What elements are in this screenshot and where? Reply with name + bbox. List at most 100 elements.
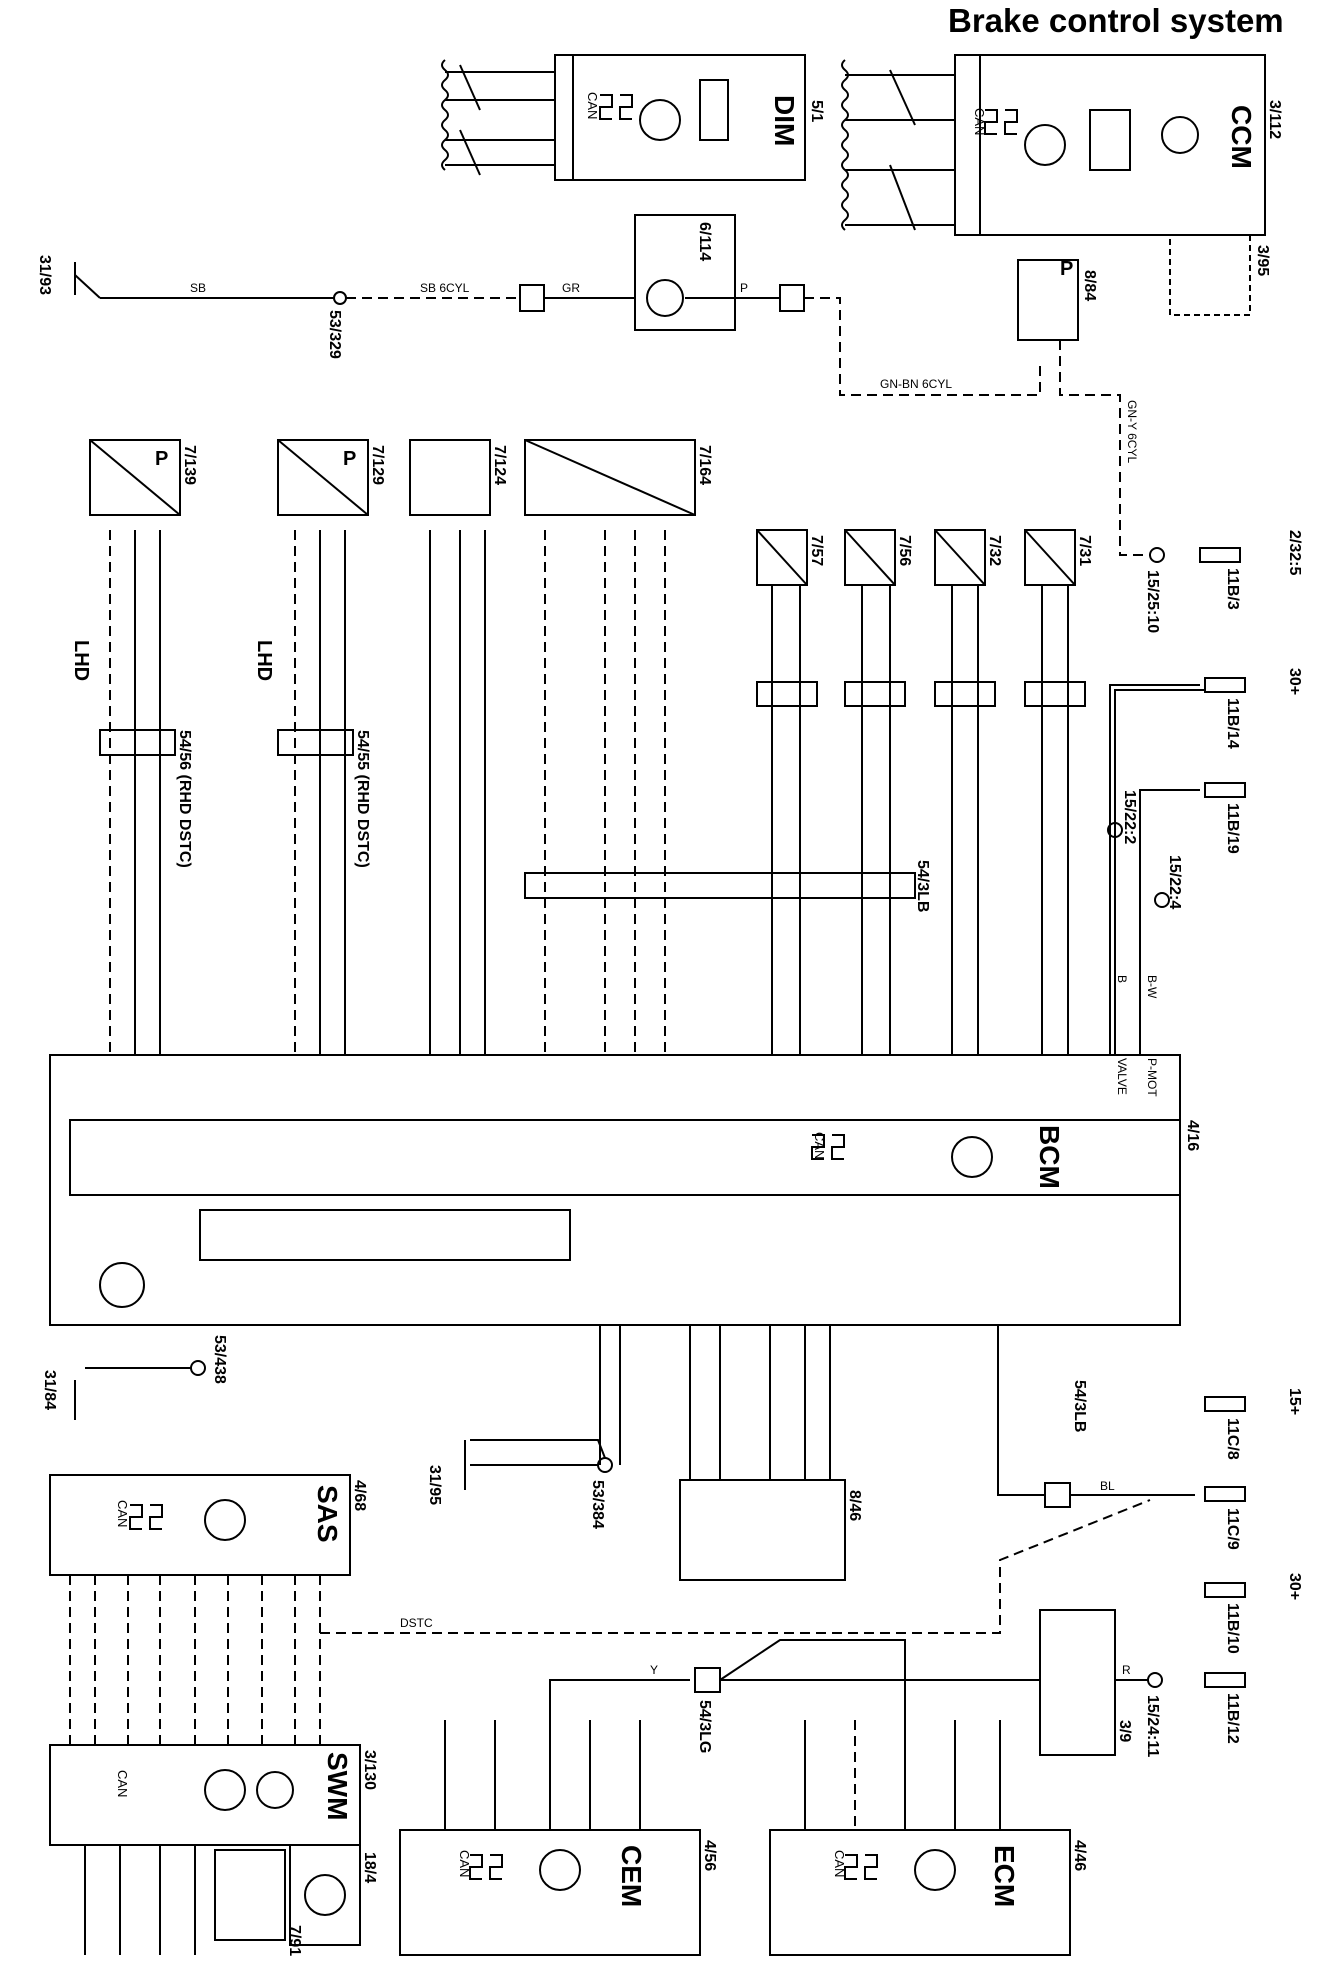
dim-leads: [441, 59, 555, 176]
fuse-11c-9: [1204, 1486, 1246, 1502]
bcm-ref: 4/16: [1184, 1120, 1201, 1151]
fuse-11b-12-label: 11B/12: [1224, 1693, 1241, 1744]
ground-31-84: 31/84: [41, 1370, 58, 1410]
switch-395: [1169, 234, 1251, 316]
s139-label: P: [155, 448, 168, 470]
s124-ref: 7/124: [491, 445, 508, 485]
dim-can-icon: [599, 94, 633, 120]
fuse-11b-12: [1204, 1672, 1246, 1688]
ecm-ref: 4/46: [1071, 1840, 1088, 1871]
bcm-name: BCM: [1034, 1125, 1065, 1189]
s129-ref: 7/129: [369, 445, 386, 485]
sas-can-label: CAN: [115, 1500, 130, 1527]
bcm-motor-icon: [99, 1262, 145, 1308]
swm-name: SWM: [322, 1752, 353, 1820]
ccm-can-label: CAN: [972, 108, 987, 135]
ecm-name: ECM: [989, 1845, 1020, 1907]
sas-swm-wires: [69, 1575, 321, 1745]
s139-ref: 7/139: [181, 445, 198, 485]
cem-can-label: CAN: [457, 1850, 472, 1877]
wire-bw: B-W: [1145, 975, 1159, 999]
dim-display-icon: [699, 79, 729, 141]
sensor-7-56: [844, 529, 896, 586]
wire-r: R: [1122, 1663, 1131, 1677]
bcm-k-icon: [951, 1136, 993, 1178]
conn-15-22-2: [1107, 822, 1123, 838]
ecm-module: [769, 1829, 1071, 1956]
s156-ref: 7/56: [896, 535, 913, 566]
swm-bottom-wires: [84, 1845, 196, 1955]
hub-icon: [304, 1874, 346, 1916]
conn-15-25-10-label: 15/25:10: [1144, 570, 1161, 633]
gny6cyl-wire: [1059, 340, 1150, 556]
pump-ref: 6/114: [696, 222, 713, 261]
wire-gny6cyl: GN-Y 6CYL: [1125, 400, 1139, 463]
wire-dstc: DSTC: [400, 1616, 433, 1630]
fuse-11b-14-label: 11B/14: [1224, 698, 1241, 749]
y-wire-cem-ecm: [549, 1639, 906, 1830]
wire-pmot: P-MOT: [1145, 1058, 1159, 1097]
s132-ref: 7/32: [986, 535, 1003, 566]
connector-54-56: [99, 729, 176, 756]
s191-ref: 7/91: [286, 1925, 303, 1956]
sensor-7-32: [934, 529, 986, 586]
sensor-7-31: [1024, 529, 1076, 586]
relay-8-84: [1017, 259, 1079, 341]
pump-motor-icon: [646, 279, 684, 317]
fuse-11b-10-supply: 30+: [1286, 1573, 1303, 1600]
ccm-heater-icon: [1089, 109, 1131, 171]
sas-k-icon: [204, 1499, 246, 1541]
cem-module: [399, 1829, 701, 1956]
dim-can-label: CAN: [585, 92, 600, 119]
bcm-can-icon: [811, 1134, 845, 1160]
fuse-11b-10-label: 11B/10: [1224, 1603, 1241, 1654]
conn-54-3lb-label: 54/3LB: [914, 860, 931, 912]
fuse-11c-8-label: 11C/8: [1224, 1418, 1241, 1460]
splice-53-329: [333, 291, 347, 305]
conn-15-24-11-label: 15/24:11: [1144, 1695, 1161, 1757]
wire-p: P: [740, 281, 748, 295]
wire-valve: VALVE: [1115, 1058, 1129, 1095]
cem-k-icon: [539, 1849, 581, 1891]
conn-15-25-10: [1149, 547, 1165, 563]
wire-bl: BL: [1100, 1479, 1115, 1493]
ecm-can-label: CAN: [832, 1850, 847, 1877]
relay884-ref: 8/84: [1081, 270, 1098, 301]
wire-gr: GR: [562, 281, 580, 295]
fuse-11c-8: [1204, 1396, 1246, 1412]
conn-54-56-label: 54/56 (RHD DSTC): [176, 730, 193, 868]
wire-lhd-2: LHD: [253, 640, 275, 681]
connector-54-3lb-lower: [1044, 1482, 1071, 1508]
cem-leads: [444, 1720, 641, 1830]
ccm-ref: 3/112: [1266, 100, 1283, 139]
conn-54-3lb-2-label: 54/3LB: [1071, 1380, 1088, 1432]
sensor-7-164: [524, 439, 696, 516]
pump-6-114: [634, 214, 736, 331]
diagram-title: Brake control system: [948, 2, 1284, 39]
sw395-ref: 3/95: [1254, 245, 1271, 276]
ecm-k-icon: [914, 1849, 956, 1891]
sw39-ref: 3/9: [1116, 1720, 1133, 1742]
conn-15-22-4-label: 15/22:4: [1166, 855, 1183, 909]
conn-15-22-2-label: 15/22:2: [1121, 790, 1138, 844]
gnbn6cyl-wire: [804, 297, 1041, 396]
cem-name: CEM: [616, 1845, 647, 1907]
s129-label: P: [343, 448, 356, 470]
sas-can-icon: [129, 1504, 163, 1530]
bcm-module: [49, 1054, 1181, 1326]
sas-module: [49, 1474, 351, 1576]
connector-54-3lg: [694, 1667, 721, 1693]
cem-ref: 4/56: [701, 1840, 718, 1871]
splice-53-329-label: 53/329: [326, 310, 343, 359]
dim-name: DIM: [769, 95, 800, 146]
bcm-valves: [199, 1209, 571, 1261]
ccm-module: [954, 54, 1266, 236]
hub-18-4: [289, 1844, 361, 1946]
connector-54-55: [277, 729, 354, 756]
ccm-leads: [841, 59, 955, 231]
fuse-11b-10: [1204, 1582, 1246, 1598]
s157-ref: 7/57: [808, 535, 825, 566]
conn-15-22-4: [1154, 892, 1170, 908]
dstc-wire-sas: [320, 1499, 1151, 1634]
